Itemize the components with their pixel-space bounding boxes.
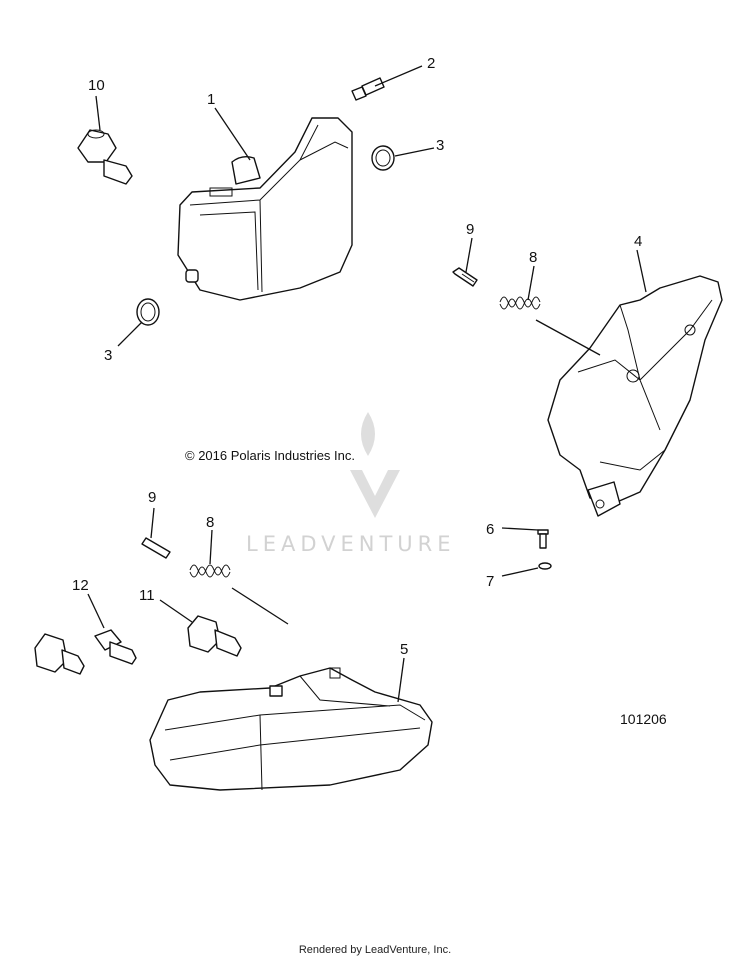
callout-4: 4	[634, 233, 642, 250]
grommet-pin-icon[interactable]	[351, 77, 385, 101]
callout-1: 1	[207, 91, 215, 108]
callout-3-lower: 3	[104, 347, 112, 364]
adjuster-screw-icon[interactable]	[452, 267, 478, 287]
callout-7: 7	[486, 573, 494, 590]
callout-9-upper: 9	[466, 221, 474, 238]
callout-8-lower: 8	[206, 514, 214, 531]
o-ring-icon[interactable]	[136, 298, 160, 326]
watermark-text: LEADVENTURE	[246, 532, 456, 556]
footer-text: Rendered by LeadVenture, Inc.	[298, 944, 452, 956]
callout-10: 10	[88, 77, 105, 94]
leadventure-watermark: LEADVENTURE	[246, 412, 456, 556]
bulb-icon[interactable]	[77, 129, 133, 185]
o-ring-icon[interactable]	[371, 145, 395, 171]
callout-6: 6	[486, 521, 494, 538]
callout-9-lower: 9	[148, 489, 156, 506]
callout-12: 12	[72, 577, 89, 594]
bulb-icon[interactable]	[34, 629, 137, 675]
copyright-text: © 2016 Polaris Industries Inc.	[185, 448, 355, 463]
diagram-number: 101206	[620, 711, 667, 727]
callout-8-upper: 8	[529, 249, 537, 266]
watermark-logo-icon	[350, 412, 400, 518]
spring-icon[interactable]	[499, 296, 541, 310]
headlight-assembly-icon[interactable]	[547, 275, 723, 517]
spring-icon[interactable]	[189, 564, 231, 578]
headlight-housing-icon[interactable]	[177, 117, 353, 301]
callout-11: 11	[139, 587, 155, 604]
callout-3-upper: 3	[436, 137, 444, 154]
callout-2: 2	[427, 55, 435, 72]
washer-icon[interactable]	[538, 562, 552, 570]
screw-icon[interactable]	[537, 529, 549, 549]
callouts: 10 1 2 3 3 9 8 4 9 8 6 7 12 11 5	[72, 55, 642, 658]
leader-lines	[87, 65, 647, 703]
callout-5: 5	[400, 641, 408, 658]
bulb-icon[interactable]	[187, 615, 242, 657]
adjuster-screw-icon[interactable]	[141, 537, 171, 559]
headlight-assembly-lower-icon[interactable]	[149, 667, 433, 791]
